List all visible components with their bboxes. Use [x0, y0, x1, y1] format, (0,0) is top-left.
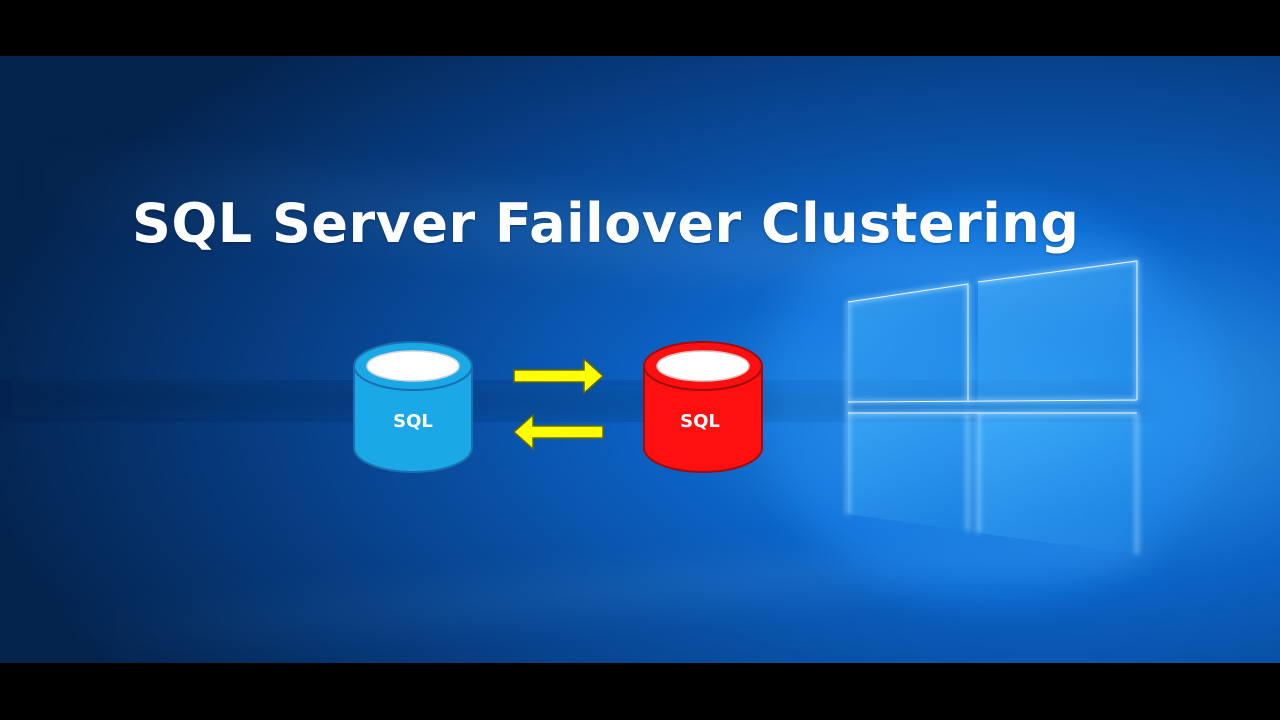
failover-diagram: SQL SQL — [353, 341, 763, 473]
arrow-right-icon — [513, 357, 605, 395]
secondary-database-label: SQL — [680, 411, 720, 432]
windows-wallpaper — [0, 56, 1280, 663]
primary-database-label: SQL — [393, 411, 433, 432]
secondary-database-icon: SQL — [643, 341, 763, 473]
page-title: SQL Server Failover Clustering — [132, 192, 1080, 255]
windows-logo — [847, 259, 1138, 554]
arrow-left-icon — [512, 413, 604, 451]
primary-database-icon: SQL — [353, 341, 473, 473]
